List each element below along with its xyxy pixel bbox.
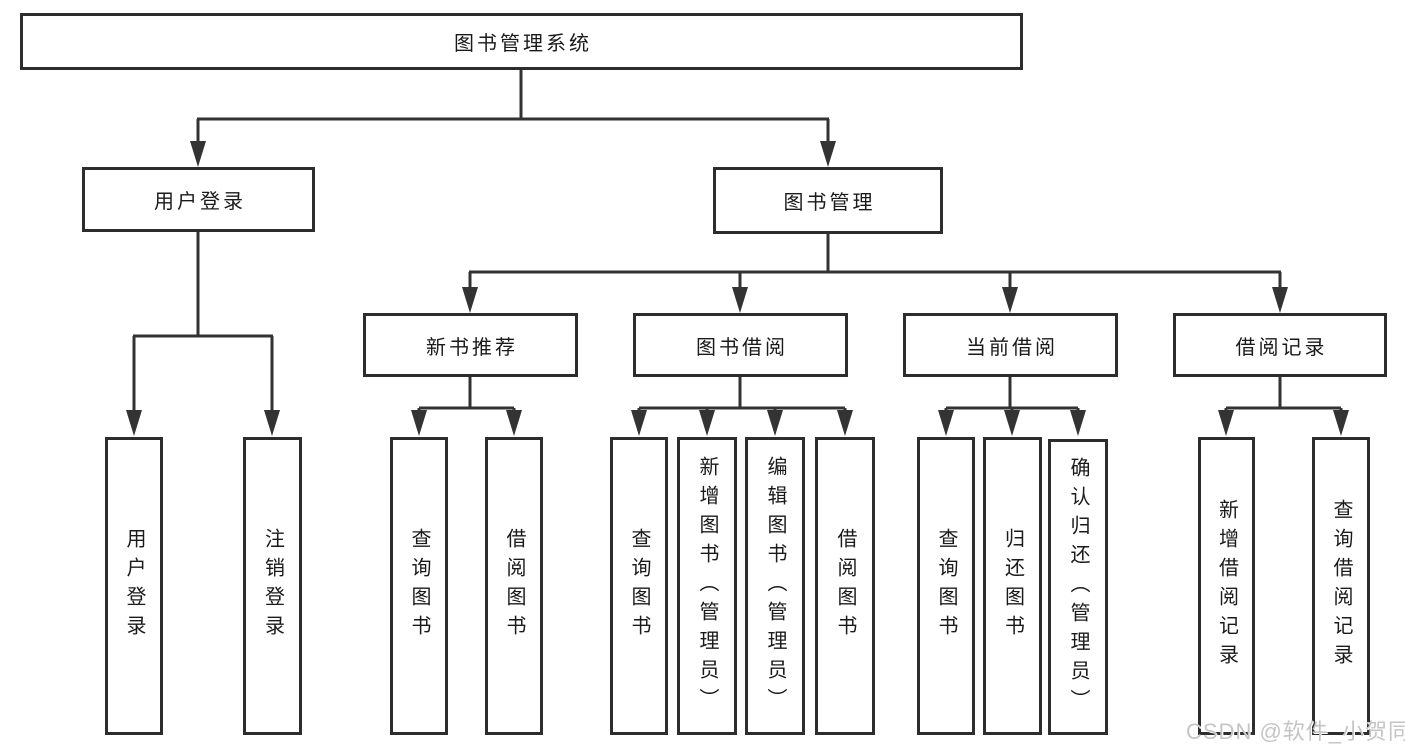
- node-user-login-label: 用户登录: [154, 191, 246, 213]
- leaf-add-books-admin-label: 新增图书（管理员）: [696, 455, 718, 717]
- node-root-label: 图书管理系统: [454, 33, 592, 55]
- csdn-watermark: CSDN @软件_小贺同学: [1186, 719, 1405, 744]
- leaf-logout: 注销登录: [243, 437, 302, 735]
- leaf-borrowing-query-books-label: 查询图书: [628, 528, 650, 644]
- leaf-edit-books-admin: 编辑图书（管理员）: [745, 437, 805, 735]
- leaf-recommend-query-books: 查询图书: [390, 437, 448, 735]
- leaf-edit-books-admin-label: 编辑图书（管理员）: [764, 455, 786, 717]
- leaf-borrowing-borrow-books: 借阅图书: [815, 437, 875, 735]
- node-book-borrowing-label: 图书借阅: [696, 336, 788, 359]
- node-root: 图书管理系统: [20, 13, 1023, 70]
- arrowheads: [126, 141, 1349, 436]
- node-new-book-recommend: 新书推荐: [363, 313, 578, 377]
- node-new-book-recommend-label: 新书推荐: [426, 336, 518, 359]
- node-book-borrowing: 图书借阅: [633, 313, 848, 377]
- node-borrow-records-label: 借阅记录: [1235, 336, 1328, 359]
- node-user-login: 用户登录: [82, 167, 315, 232]
- leaf-add-borrow-record: 新增借阅记录: [1198, 437, 1255, 735]
- node-borrow-records: 借阅记录: [1173, 313, 1387, 377]
- leaf-add-books-admin: 新增图书（管理员）: [677, 437, 737, 735]
- node-current-borrowing: 当前借阅: [903, 313, 1118, 377]
- leaf-query-borrow-record-label: 查询借阅记录: [1330, 499, 1352, 673]
- leaf-confirm-return-admin: 确认归还（管理员）: [1048, 439, 1108, 735]
- node-book-management: 图书管理: [713, 167, 943, 234]
- leaf-current-query-books: 查询图书: [917, 437, 975, 735]
- leaf-logout-label: 注销登录: [261, 528, 284, 644]
- leaf-borrowing-borrow-books-label: 借阅图书: [834, 528, 856, 644]
- leaf-recommend-query-books-label: 查询图书: [408, 528, 430, 644]
- leaf-user-login: 用户登录: [105, 437, 163, 735]
- leaf-borrowing-query-books: 查询图书: [610, 437, 668, 735]
- leaf-current-query-books-label: 查询图书: [935, 528, 957, 644]
- leaf-return-books: 归还图书: [983, 437, 1042, 735]
- node-current-borrowing-label: 当前借阅: [966, 336, 1058, 359]
- leaf-recommend-borrow-books-label: 借阅图书: [503, 528, 525, 644]
- leaf-add-borrow-record-label: 新增借阅记录: [1215, 499, 1238, 673]
- leaf-user-login-label: 用户登录: [123, 528, 145, 644]
- leaf-recommend-borrow-books: 借阅图书: [485, 437, 543, 735]
- leaf-return-books-label: 归还图书: [1001, 528, 1024, 644]
- node-book-management-label: 图书管理: [783, 192, 876, 214]
- leaf-query-borrow-record: 查询借阅记录: [1312, 437, 1370, 735]
- leaf-confirm-return-admin-label: 确认归还（管理员）: [1067, 456, 1089, 718]
